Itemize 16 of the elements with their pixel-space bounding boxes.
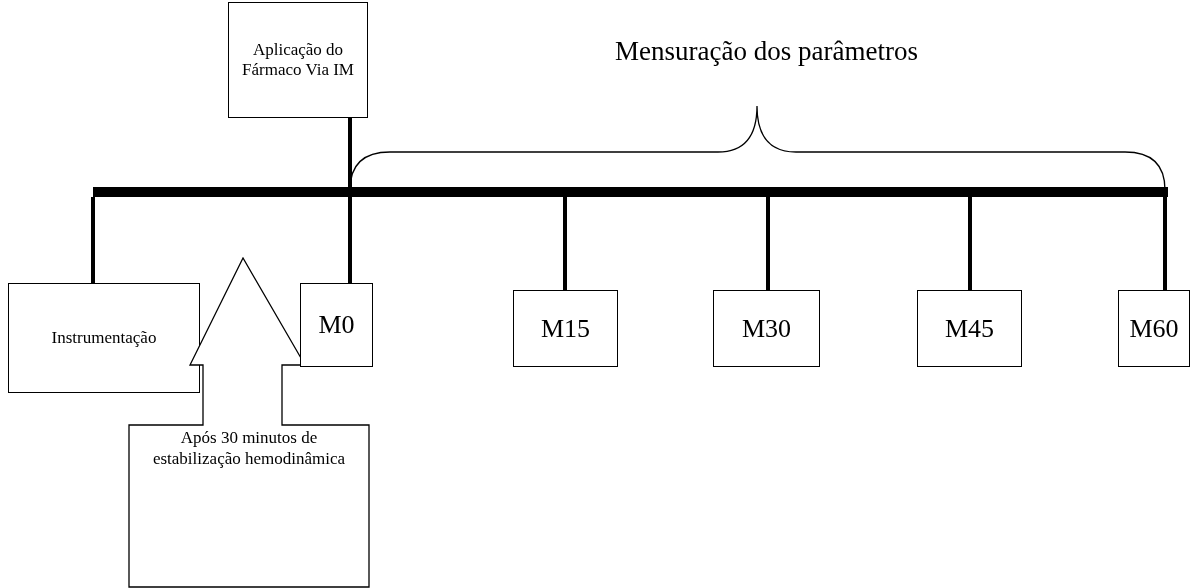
connector-line [1163, 197, 1167, 290]
step-box: M0 [300, 283, 373, 367]
step-box: M45 [917, 290, 1022, 367]
connector-line [968, 197, 972, 290]
step-box: M30 [713, 290, 820, 367]
step-box: Aplicação do Fármaco Via IM [228, 2, 368, 118]
bracket-label: Mensuração dos parâmetros [615, 36, 918, 67]
connector-line [563, 197, 567, 290]
connector-line [348, 118, 352, 187]
connector-line [91, 197, 95, 283]
step-box: M60 [1118, 290, 1190, 367]
step-box: M15 [513, 290, 618, 367]
timeline-bar [93, 187, 1168, 197]
connector-line [348, 197, 352, 283]
step-box: Instrumentação [8, 283, 200, 393]
connector-line [766, 197, 770, 290]
